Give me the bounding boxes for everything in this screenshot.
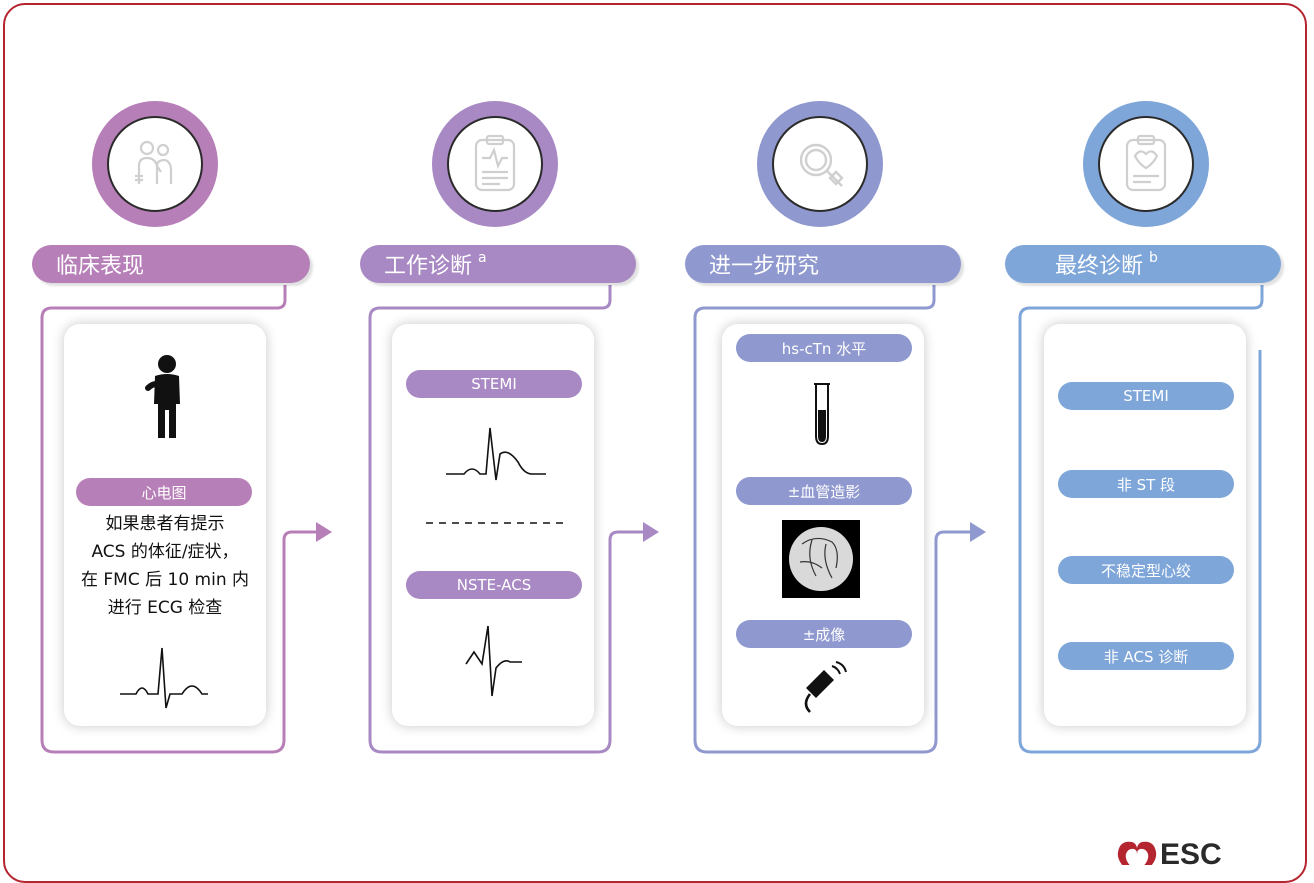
col3-card: hs-cTn 水平 ±血管造影 ±成像: [722, 324, 924, 726]
magnifier-icon: [772, 116, 868, 212]
final-non-acs-pill: 非 ACS 诊断: [1058, 642, 1234, 670]
ecg-note: 如果患者有提示 ACS 的体征/症状， 在 FMC 后 10 min 内 进行 …: [64, 510, 266, 622]
col1-card: 心电图 如果患者有提示 ACS 的体征/症状， 在 FMC 后 10 min 内…: [64, 324, 266, 726]
stemi-pill: STEMI: [406, 370, 582, 398]
nste-acs-pill: NSTE-ACS: [406, 571, 582, 599]
ultrasound-probe-icon: [804, 661, 847, 713]
clinical-presentation-icon: [107, 116, 203, 212]
imaging-pill-label: ±成像: [802, 625, 846, 644]
final-diagnosis-icon: [1098, 116, 1194, 212]
col3-connector: [693, 285, 972, 754]
col3-header: 进一步研究: [685, 245, 961, 283]
ecg-pill: 心电图: [76, 478, 252, 506]
angiography-pill: ±血管造影: [736, 477, 912, 505]
esc-heart-logo-icon: [1117, 841, 1157, 865]
patient-chest-pain-icon: [145, 355, 180, 438]
hs-ctn-pill-label: hs-cTn 水平: [781, 339, 867, 358]
col1-title: 临床表现: [56, 254, 145, 279]
col2-connector: [368, 285, 645, 754]
imaging-pill: ±成像: [736, 620, 912, 648]
note-line-3: 在 FMC 后 10 min 内: [80, 570, 250, 590]
note-line-2: ACS 的体征/症状，: [91, 542, 239, 562]
ecg-st-depression-icon: [465, 625, 522, 697]
col3-title: 进一步研究: [709, 254, 820, 279]
final-unstable-angina-pill: 不稳定型心绞: [1058, 556, 1234, 584]
working-diagnosis-icon: [447, 116, 543, 212]
final-stemi-pill: STEMI: [1058, 382, 1234, 410]
hs-ctn-pill: hs-cTn 水平: [736, 334, 912, 362]
nste-acs-pill-label: NSTE-ACS: [456, 576, 532, 594]
col1-connector: [40, 285, 318, 754]
col2-sup: a: [478, 250, 487, 266]
col1-arrow: [316, 522, 332, 542]
col2-card: STEMI NSTE-ACS: [392, 324, 594, 726]
note-line-4: 进行 ECG 检查: [107, 598, 223, 618]
stemi-pill-label: STEMI: [471, 375, 517, 393]
col1-header: 临床表现: [32, 245, 310, 283]
flow-connectors: [40, 285, 1264, 754]
ecg-st-elevation-icon: [446, 427, 546, 481]
esc-logo-text: ESC: [1160, 838, 1222, 871]
col4-sup: b: [1149, 250, 1158, 266]
col4-header: 最终诊断 b: [1005, 245, 1281, 283]
col2-title: 工作诊断: [384, 254, 473, 279]
col2-arrow: [643, 522, 659, 542]
divider-dashed: [426, 522, 566, 524]
final-nstemi-pill: 非 ST 段: [1058, 470, 1234, 498]
angiogram-image: [782, 520, 860, 598]
final-nstemi-pill-label: 非 ST 段: [1116, 475, 1176, 494]
test-tube-icon: [814, 383, 830, 446]
final-unstable-angina-pill-label: 不稳定型心绞: [1100, 561, 1191, 580]
col4-card: STEMI 非 ST 段 不稳定型心绞 非 ACS 诊断: [1044, 324, 1246, 726]
col2-header: 工作诊断 a: [360, 245, 636, 283]
note-line-1: 如果患者有提示: [105, 514, 225, 534]
ecg-normal-trace-icon: [120, 647, 208, 709]
final-non-acs-pill-label: 非 ACS 诊断: [1103, 647, 1189, 666]
col3-arrow: [970, 522, 986, 542]
angiography-pill-label: ±血管造影: [787, 482, 861, 501]
col4-title: 最终诊断: [1055, 254, 1144, 279]
final-stemi-pill-label: STEMI: [1123, 387, 1169, 405]
ecg-pill-label: 心电图: [141, 483, 187, 502]
col4-connector: [1018, 285, 1264, 754]
